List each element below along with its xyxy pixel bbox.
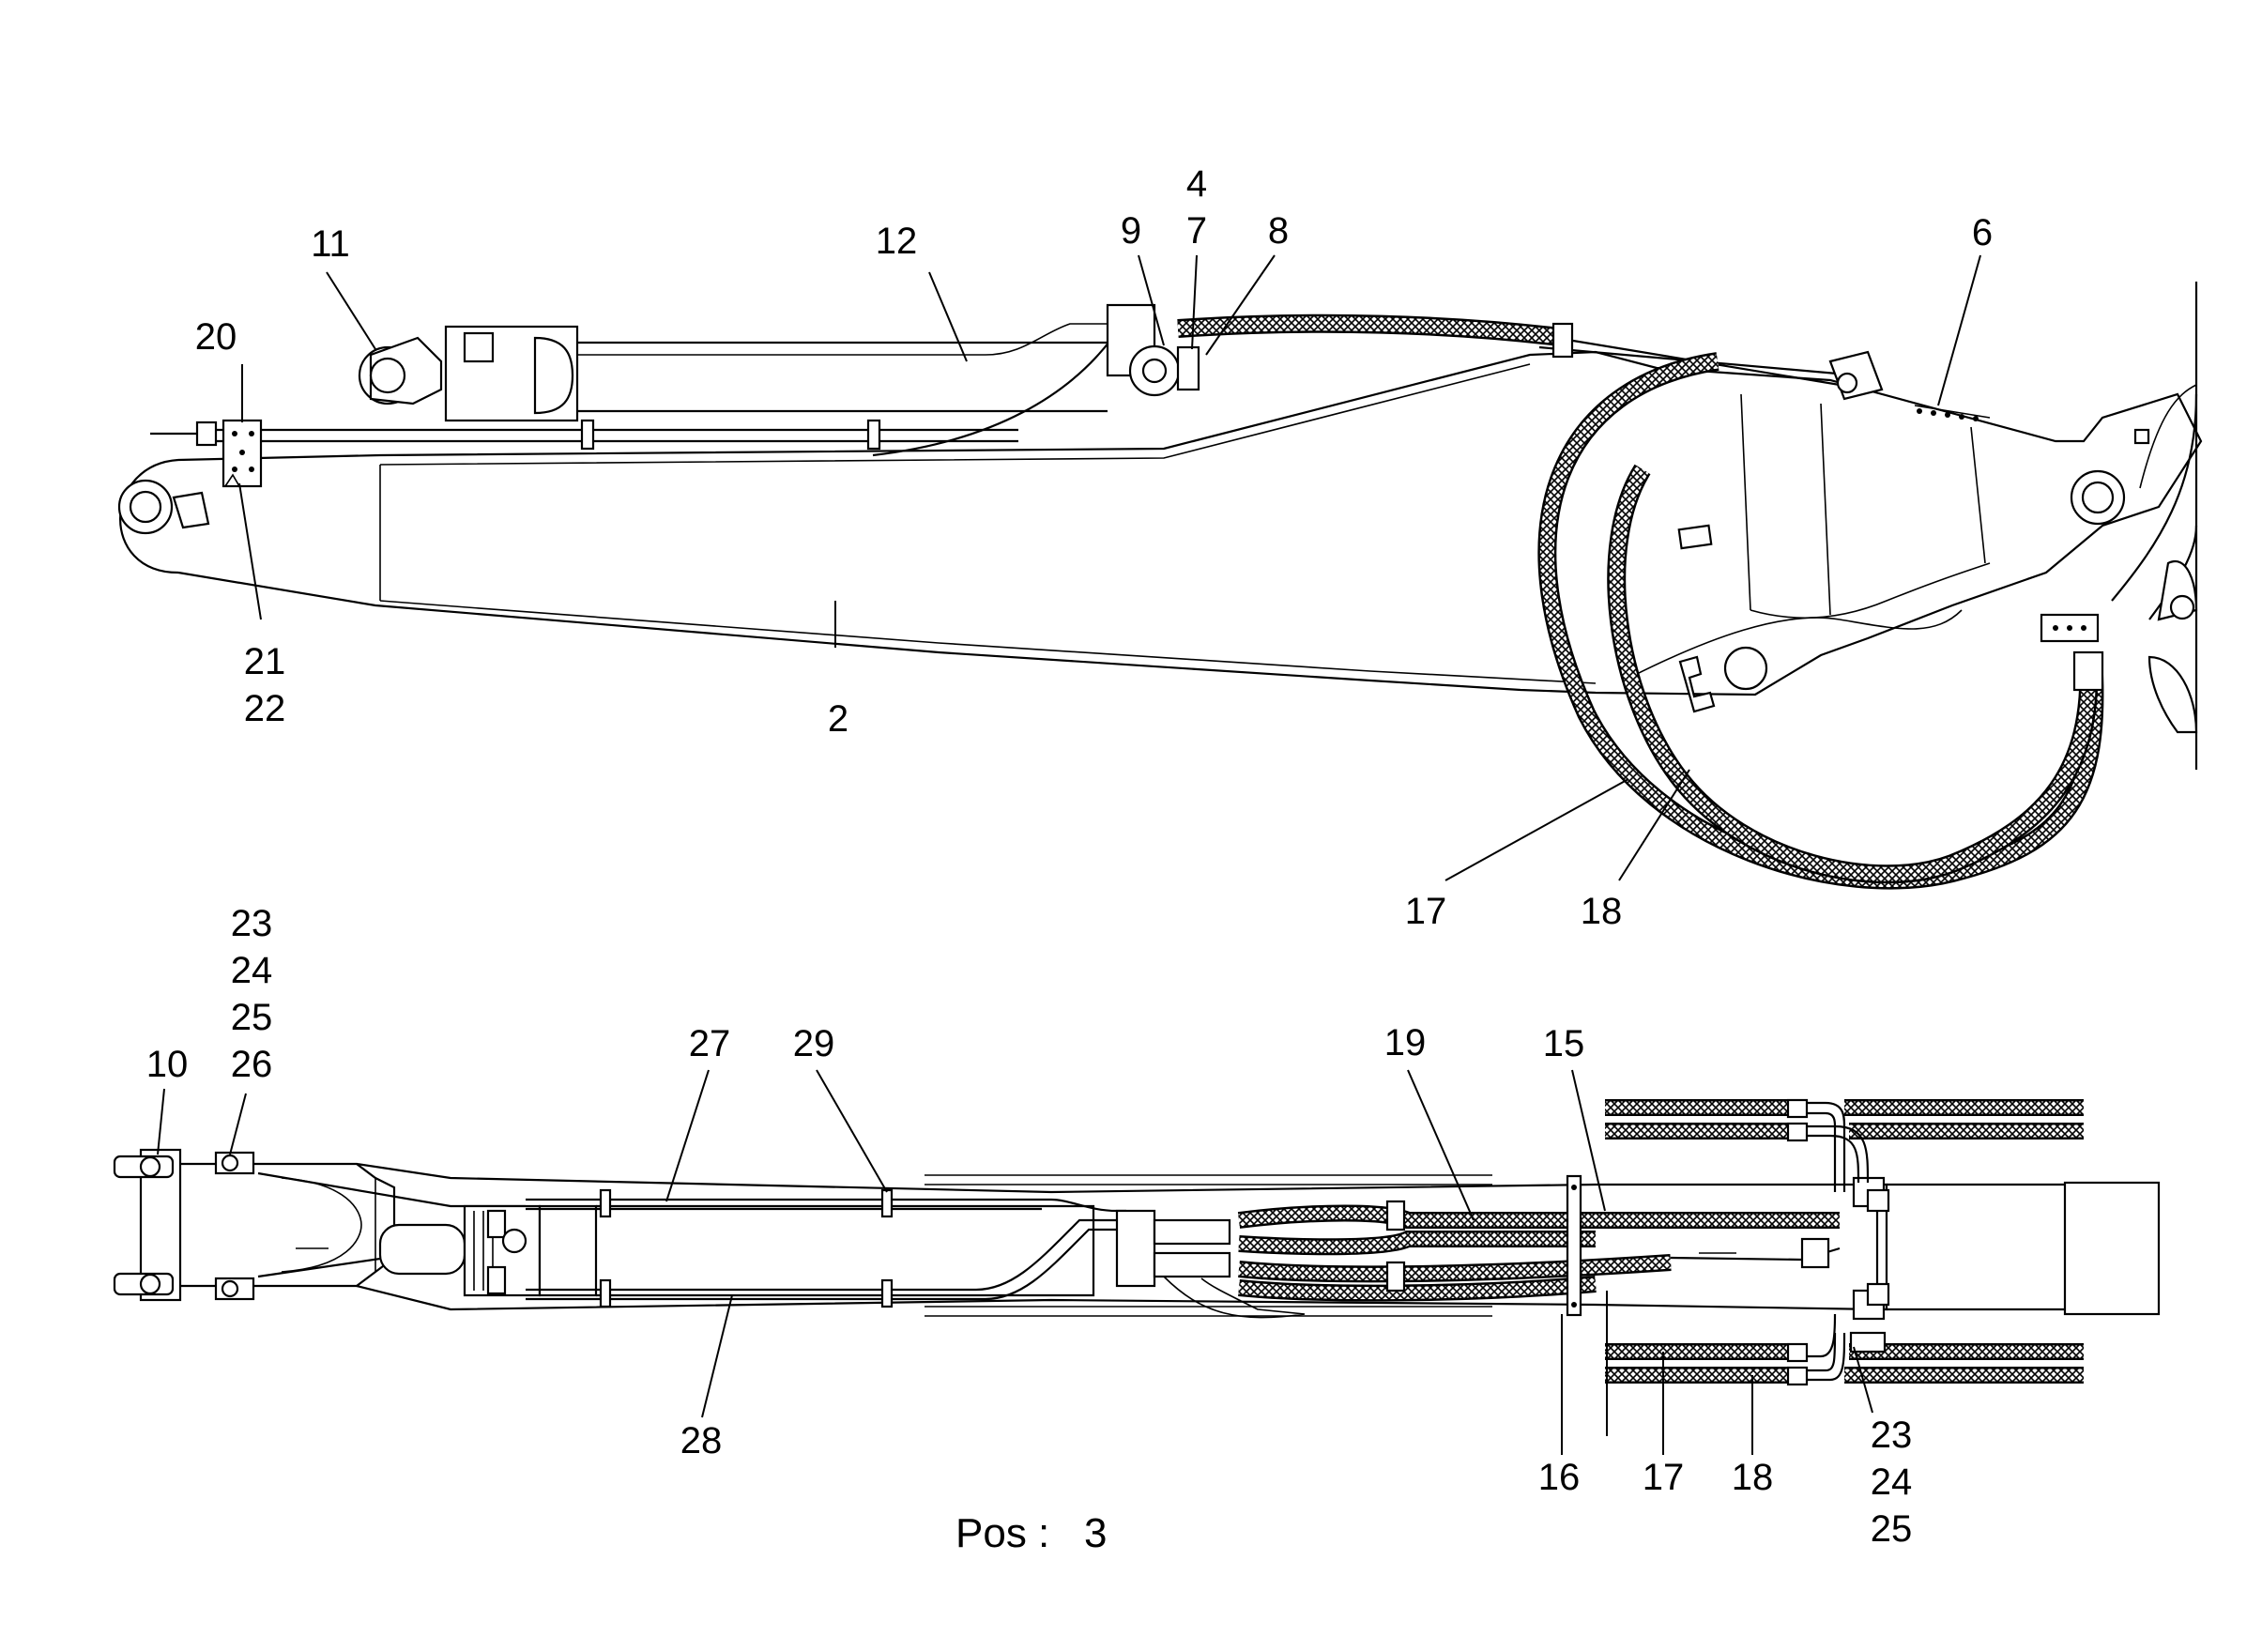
side-hoses (1177, 314, 2104, 890)
callout-17: 17 (1405, 891, 1447, 932)
cylinder-top-view (378, 1204, 1095, 1297)
top-leaders (157, 1069, 1873, 1455)
top-steel-line (150, 419, 1018, 488)
clamp-bar-16 (1566, 1174, 1582, 1317)
callout-27: 27 (689, 1023, 731, 1064)
callout-19: 19 (1384, 1022, 1427, 1063)
top-lines (526, 1174, 1841, 1319)
callout-26: 26 (231, 1044, 273, 1085)
bucket-cylinder (358, 303, 1200, 422)
top-view: 23 24 25 26 10 27 29 19 15 28 16 17 18 2… (113, 903, 2161, 1550)
callout-6: 6 (1972, 212, 1993, 253)
rear-block (2063, 1181, 2161, 1316)
rear-manifold (1605, 1098, 2161, 1386)
callout-24-rear: 24 (1871, 1461, 1913, 1503)
arm-top-body (113, 1148, 1879, 1317)
callout-21: 21 (244, 641, 286, 682)
arm-body (117, 282, 2203, 770)
callout-29: 29 (793, 1023, 835, 1064)
top-callouts: 23 24 25 26 10 27 29 19 15 28 16 17 18 2… (146, 903, 1913, 1550)
callout-9: 9 (1121, 210, 1141, 252)
callout-18-top: 18 (1732, 1457, 1774, 1498)
callout-7: 7 (1186, 210, 1207, 252)
lower-boss (1723, 646, 1768, 691)
side-view: 4 7 8 9 11 12 6 20 21 22 2 17 18 (117, 163, 2203, 932)
caption: Pos : 3 (955, 1510, 1107, 1556)
callout-22: 22 (244, 688, 286, 729)
callout-20: 20 (195, 316, 237, 358)
side-callouts: 4 7 8 9 11 12 6 20 21 22 2 17 18 (195, 163, 1993, 932)
callout-28: 28 (680, 1420, 723, 1461)
callout-8: 8 (1268, 210, 1289, 252)
callout-24-top: 24 (231, 950, 273, 991)
callout-10: 10 (146, 1044, 189, 1085)
callout-12: 12 (876, 221, 918, 262)
callout-15: 15 (1543, 1023, 1585, 1064)
callout-11: 11 (311, 223, 350, 265)
callout-23-rear: 23 (1871, 1415, 1913, 1456)
callout-25-top: 25 (231, 997, 273, 1038)
callout-25-rear: 25 (1871, 1508, 1913, 1550)
side-leaders (238, 254, 1981, 881)
callout-4: 4 (1186, 163, 1207, 205)
caption-value: 3 (1084, 1510, 1107, 1556)
callout-17-top: 17 (1643, 1457, 1685, 1498)
callout-16: 16 (1538, 1457, 1581, 1498)
caption-label: Pos : (955, 1510, 1049, 1556)
callout-18: 18 (1581, 891, 1623, 932)
callout-2: 2 (828, 698, 848, 740)
callout-23-top: 23 (231, 903, 273, 944)
